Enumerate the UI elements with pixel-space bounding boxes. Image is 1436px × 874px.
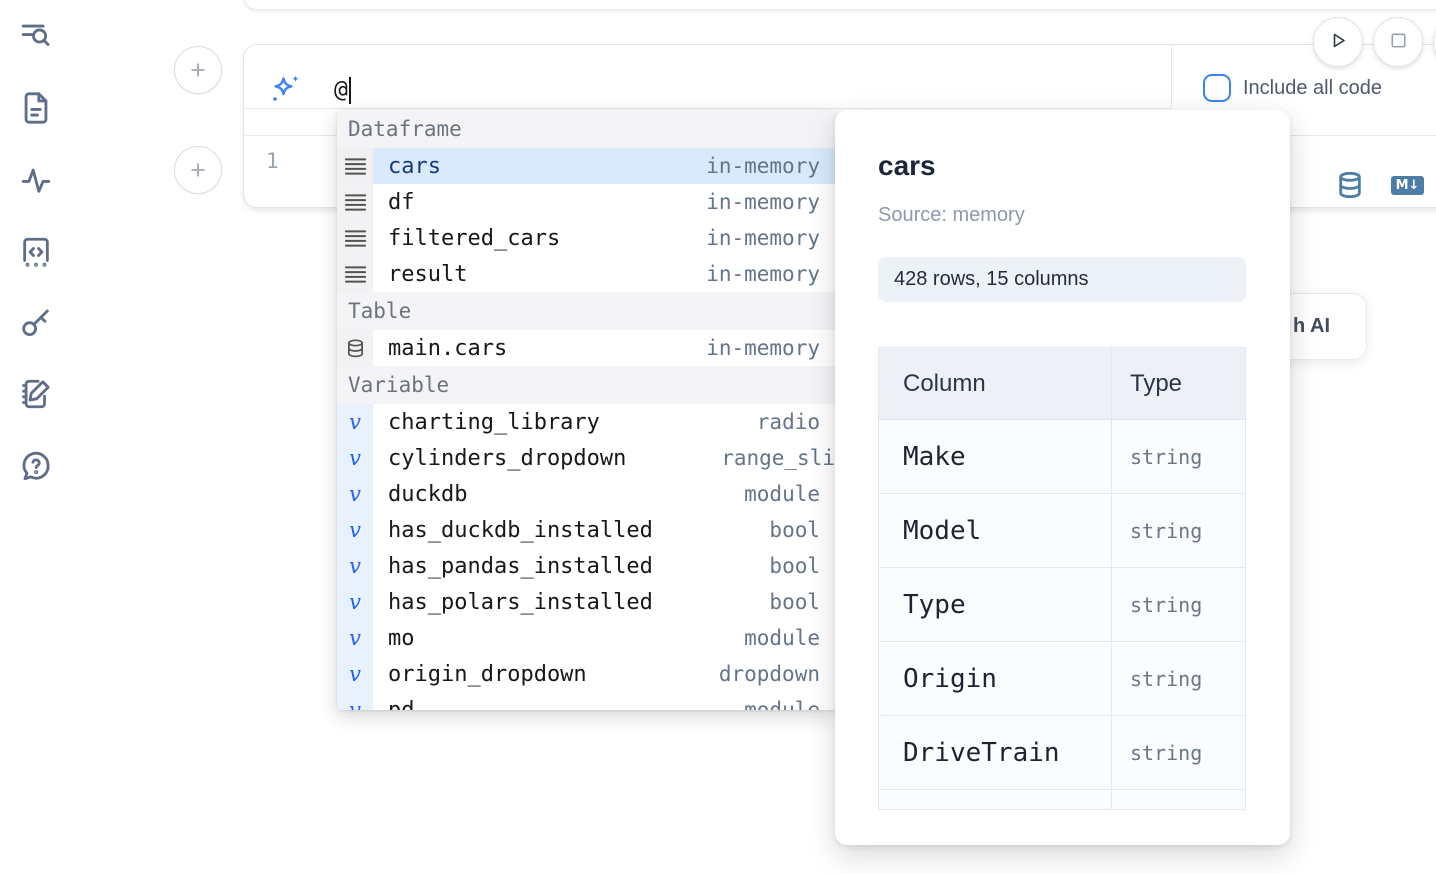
column-header: Column <box>879 348 1112 419</box>
plus-icon: + <box>190 54 206 85</box>
sidebar-item-secrets[interactable] <box>17 306 55 344</box>
autocomplete-section-variable: Variable <box>337 366 835 404</box>
column-type: string <box>1130 740 1203 765</box>
stop-icon <box>1387 29 1410 55</box>
sidebar-item-files[interactable] <box>17 91 55 129</box>
sidebar-item-scratchpad[interactable] <box>17 377 55 415</box>
autocomplete-item-has-pandas-installed[interactable]: v has_pandas_installed bool <box>337 548 835 584</box>
add-cell-button-top[interactable]: + <box>174 46 222 94</box>
column-name: Model <box>903 515 982 546</box>
ai-prompt-input[interactable]: @ <box>334 72 934 108</box>
dataframe-preview-panel: cars Source: memory 428 rows, 15 columns… <box>835 110 1290 845</box>
variable-icon: v <box>337 656 373 692</box>
autocomplete-item-mo[interactable]: v mo module <box>337 620 835 656</box>
table-row-partial <box>879 790 1245 809</box>
key-icon <box>19 306 53 345</box>
file-document-icon <box>19 91 53 130</box>
autocomplete-item-cars[interactable]: cars in-memory <box>337 148 835 184</box>
activity-pulse-icon <box>19 163 53 202</box>
variable-icon: v <box>337 512 373 548</box>
autocomplete-item-result[interactable]: result in-memory <box>337 256 835 292</box>
dataframe-rows-icon <box>337 256 373 292</box>
autocomplete-item-pd[interactable]: v pd module <box>337 692 835 710</box>
variable-icon: v <box>337 620 373 656</box>
variable-icon: v <box>337 548 373 584</box>
dataframe-rows-icon <box>337 148 373 184</box>
autocomplete-item-cylinders-dropdown[interactable]: v cylinders_dropdown range_sli <box>337 440 835 476</box>
toc-search-icon <box>19 19 53 58</box>
table-row: Make string <box>879 420 1245 494</box>
line-number: 1 <box>266 149 279 173</box>
sidebar-item-help[interactable] <box>17 449 55 487</box>
table-row: Origin string <box>879 642 1245 716</box>
autocomplete-item-has-polars-installed[interactable]: v has_polars_installed bool <box>337 584 835 620</box>
markdown-icon[interactable]: M↓ <box>1391 176 1424 195</box>
table-row: DriveTrain string <box>879 716 1245 790</box>
type-header: Type <box>1130 369 1183 397</box>
preview-stats-badge: 428 rows, 15 columns <box>878 257 1246 302</box>
generate-with-ai-label: h AI <box>1292 315 1330 337</box>
autocomplete-item-has-duckdb-installed[interactable]: v has_duckdb_installed bool <box>337 512 835 548</box>
code-snippets-icon <box>19 235 53 274</box>
ai-bar-bottom-border <box>244 108 1171 109</box>
table-header-row: Column Type <box>879 348 1245 420</box>
play-icon <box>1326 29 1350 56</box>
autocomplete-item-main-cars[interactable]: main.cars in-memory <box>337 330 835 366</box>
column-name: DriveTrain <box>903 737 1060 768</box>
table-row: Type string <box>879 568 1245 642</box>
include-all-code-checkbox[interactable] <box>1203 74 1231 102</box>
run-cell-button[interactable] <box>1313 17 1363 67</box>
text-cursor <box>348 76 351 104</box>
table-row: Model string <box>879 494 1245 568</box>
autocomplete-dropdown: Dataframe cars in-memory df in-memory fi… <box>337 110 835 710</box>
dataframe-rows-icon <box>337 220 373 256</box>
dataframe-rows-icon <box>337 184 373 220</box>
autocomplete-section-dataframe: Dataframe <box>337 110 835 148</box>
variable-icon: v <box>337 476 373 512</box>
column-type: string <box>1130 592 1203 617</box>
variable-icon: v <box>337 440 373 476</box>
previous-cell-edge <box>243 0 1436 10</box>
autocomplete-item-filtered-cars[interactable]: filtered_cars in-memory <box>337 220 835 256</box>
add-cell-button-bottom[interactable]: + <box>174 146 222 194</box>
autocomplete-item-duckdb[interactable]: v duckdb module <box>337 476 835 512</box>
column-name: Make <box>903 441 966 472</box>
database-icon[interactable] <box>1336 170 1364 200</box>
column-name: Type <box>903 589 966 620</box>
column-name: Origin <box>903 663 997 694</box>
column-type: string <box>1130 444 1203 469</box>
ai-prompt-text: @ <box>334 77 348 103</box>
plus-icon: + <box>190 154 206 185</box>
variable-icon: v <box>337 584 373 620</box>
notebook-pen-icon <box>19 377 53 416</box>
autocomplete-item-origin-dropdown[interactable]: v origin_dropdown dropdown <box>337 656 835 692</box>
autocomplete-item-charting-library[interactable]: v charting_library radio <box>337 404 835 440</box>
help-chat-icon <box>19 449 53 488</box>
include-all-code-label: Include all code <box>1243 77 1382 99</box>
variable-icon: v <box>337 692 373 710</box>
column-type: string <box>1130 518 1203 543</box>
autocomplete-section-table: Table <box>337 292 835 330</box>
preview-title: cars <box>878 150 936 181</box>
ai-bar-divider <box>1171 45 1172 108</box>
sidebar-item-activity[interactable] <box>17 163 55 201</box>
preview-schema-table: Column Type Make string Model string Typ… <box>878 347 1246 810</box>
variable-icon: v <box>337 404 373 440</box>
preview-source: Source: memory <box>878 204 1025 226</box>
table-database-icon <box>337 330 373 366</box>
sidebar-item-toc-search[interactable] <box>17 19 55 57</box>
column-type: string <box>1130 666 1203 691</box>
sidebar-item-snippets[interactable] <box>17 235 55 273</box>
stop-button[interactable] <box>1373 17 1423 67</box>
autocomplete-item-df[interactable]: df in-memory <box>337 184 835 220</box>
ai-sparkle-icon <box>268 72 304 108</box>
